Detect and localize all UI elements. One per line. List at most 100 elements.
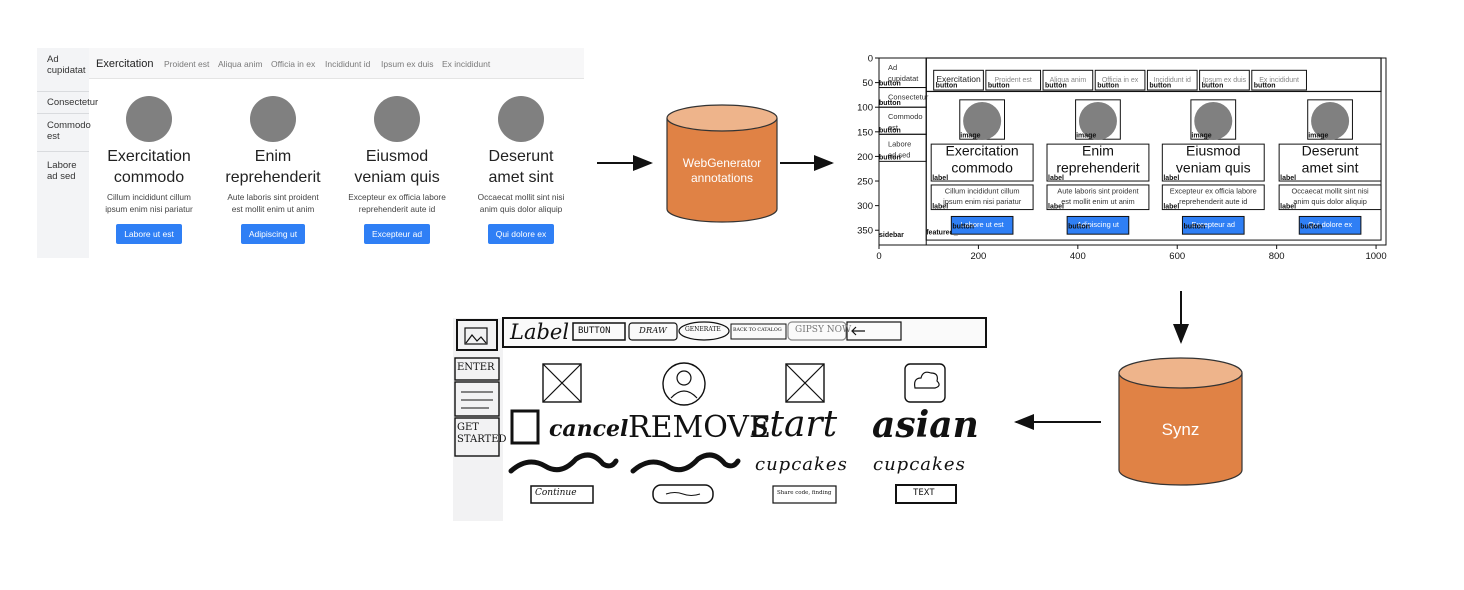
card-title-text: Eiusmod xyxy=(1186,142,1240,158)
button-tag: button xyxy=(879,154,901,161)
y-tick-label: 350 xyxy=(857,226,873,237)
y-tick-label: 300 xyxy=(857,201,873,212)
label-tag: label xyxy=(1163,175,1179,182)
x-tick-label: 1000 xyxy=(1365,251,1386,262)
sketch-cupcakes-word-1: cupcakes xyxy=(755,454,848,475)
sidebar-item-1[interactable]: Ad cupidatat xyxy=(37,54,89,92)
x-tick-label: 800 xyxy=(1269,251,1285,262)
card-title-line-2: commodo xyxy=(113,169,185,186)
image-placeholder xyxy=(1311,101,1350,140)
sketch-asian-word: asian xyxy=(872,404,979,446)
button-tag: button xyxy=(879,100,901,107)
label-tag: label xyxy=(932,204,948,211)
sketch-generate-word: GENERATE xyxy=(685,326,721,333)
button-tag: button xyxy=(952,223,974,230)
nav-item-box xyxy=(1094,69,1146,91)
card-title-text: Exercitation xyxy=(946,142,1019,158)
card-image xyxy=(498,96,544,142)
sidebar-tag: sidebar xyxy=(879,232,904,239)
image-tag: image xyxy=(1191,133,1211,140)
card-button[interactable]: Excepteur ad xyxy=(363,224,431,244)
sidebar-item-text: Consectetur xyxy=(888,93,929,102)
text-box xyxy=(1278,184,1382,211)
card-text-line-1: Aute laboris sint proident xyxy=(227,192,319,202)
sketch-label-word: Label xyxy=(510,320,570,344)
card-text: anim quis dolor aliquip xyxy=(1293,197,1367,206)
y-tick-label: 150 xyxy=(857,127,873,138)
card-title-line-2: amet sint xyxy=(488,169,554,186)
card-image xyxy=(126,96,172,142)
sidebar-item-2[interactable]: Consectetur xyxy=(37,92,98,114)
card-button-text: Labore ut est xyxy=(961,220,1004,229)
title-box xyxy=(1278,143,1382,182)
webgenerator-label-line-2: annotations xyxy=(690,171,754,185)
x-tick-label: 400 xyxy=(1070,251,1086,262)
text-box xyxy=(930,184,1034,211)
sidebar-item-4[interactable]: Labore ad sed xyxy=(37,152,89,188)
card-button[interactable]: Labore ut est xyxy=(116,224,182,244)
nav-item-text: Incididunt id xyxy=(1154,77,1191,84)
card-text-line-1: Occaecat mollit sint nisi xyxy=(477,192,565,202)
nav-link-5[interactable]: Ipsum ex duis xyxy=(381,59,434,69)
title-box xyxy=(1161,143,1265,182)
sketch-gipsy-now-word: GIPSY NOW xyxy=(795,325,852,335)
card-title-line-1: Exercitation xyxy=(107,148,191,165)
card-button[interactable]: Adipiscing ut xyxy=(240,224,306,244)
nav-item-text: Proident est xyxy=(995,77,1032,84)
sidebar-item-1-line-2: cupidatat xyxy=(47,65,86,76)
title-box xyxy=(1046,143,1150,182)
sketch-back-to-catalog-word: BACK TO CATALOG xyxy=(733,328,782,333)
nav-link-2[interactable]: Aliqua anim xyxy=(218,59,263,69)
card-text: reprehenderit aute id xyxy=(1179,197,1247,206)
button-box xyxy=(1181,215,1245,235)
featured-card-2: Enim reprehenderit Aute laboris sint pro… xyxy=(214,94,332,244)
card-text-line-1: Excepteur ex officia labore xyxy=(348,192,446,202)
sketch-button-word: BUTTON xyxy=(578,326,611,336)
sketch-remove-word: REMOVE xyxy=(628,410,771,445)
button-tag: button xyxy=(1300,223,1322,230)
card-title-line-1: Enim xyxy=(254,148,292,165)
nav-item-text: Ipsum ex duis xyxy=(1203,77,1247,84)
label-tag: label xyxy=(1048,175,1064,182)
card-title-line-1: Deserunt xyxy=(488,148,554,165)
button-tag: button xyxy=(1097,83,1119,90)
sidebar-item-3-line-2: est xyxy=(47,131,60,142)
button-tag: button xyxy=(1068,223,1090,230)
image-placeholder xyxy=(963,101,1002,140)
card-text-line-2: est mollit enim ut anim xyxy=(231,204,315,214)
button-tag: button xyxy=(1149,83,1171,90)
image-tag: image xyxy=(1308,133,1328,140)
sidebar-item-text: ad sed xyxy=(888,150,911,159)
nav-link-4[interactable]: Incididunt id xyxy=(325,59,371,69)
y-tick-label: 250 xyxy=(857,177,873,188)
card-text: Occaecat mollit sint nisi xyxy=(1291,186,1369,195)
nav-item-text: Officia in ex xyxy=(1102,77,1139,84)
card-title-text: Deserunt xyxy=(1302,142,1359,158)
card-image xyxy=(374,96,420,142)
card-text: Cillum incididunt cillum xyxy=(945,186,1020,195)
card-button-text: Qui dolore ex xyxy=(1308,220,1352,229)
nav-link-6[interactable]: Ex incididunt xyxy=(442,59,491,69)
x-tick-label: 200 xyxy=(970,251,986,262)
navbar-brand[interactable]: Exercitation xyxy=(96,58,154,70)
card-button[interactable]: Qui dolore ex xyxy=(487,224,555,244)
image-tag: image xyxy=(960,133,980,140)
nav-link-1[interactable]: Proident est xyxy=(164,59,210,69)
sidebar-item-3[interactable]: Commodo est xyxy=(37,114,91,152)
nav-link-3[interactable]: Officia in ex xyxy=(271,59,316,69)
nav-item-box xyxy=(1251,69,1307,91)
sidebar-item-text: cupidatat xyxy=(888,74,919,83)
synz-cylinder xyxy=(1118,357,1243,486)
sketch-cancel-word: cancel xyxy=(549,416,629,442)
sketch-enter-word: ENTER xyxy=(457,362,495,373)
card-title-text: Enim xyxy=(1082,142,1114,158)
nav-item-box xyxy=(985,69,1042,91)
button-tag: button xyxy=(1254,83,1276,90)
title-box xyxy=(930,143,1034,182)
button-tag: button xyxy=(879,127,901,134)
button-tag: button xyxy=(1183,223,1205,230)
card-title-line-2: veniam quis xyxy=(354,169,440,186)
sidebar-box xyxy=(878,57,927,246)
sketch-draw-word: DRAW xyxy=(639,326,667,336)
sidebar-item-4-line-2: ad sed xyxy=(47,171,76,182)
